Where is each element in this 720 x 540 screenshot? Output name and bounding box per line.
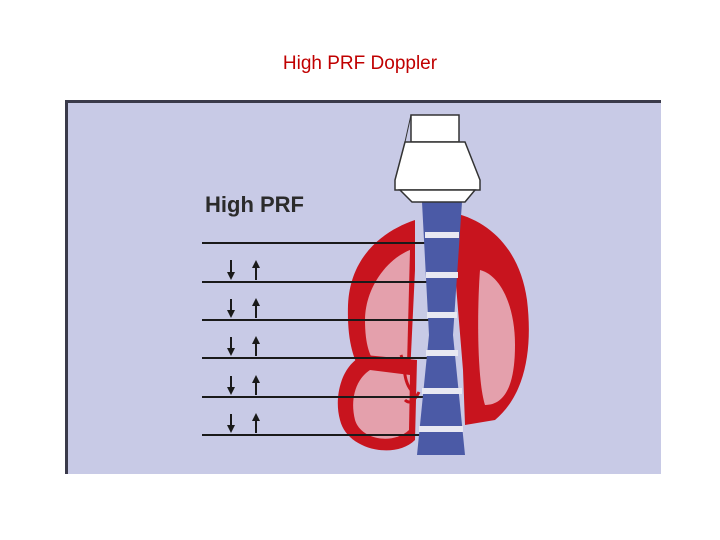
down-arrow-icon [227, 272, 235, 280]
sample-volume-4 [426, 350, 458, 356]
doppler-diagram-svg: High PRF [65, 100, 661, 474]
up-arrow-icon [252, 413, 260, 421]
up-arrow-icon [252, 260, 260, 268]
left-atrium-chamber [353, 370, 410, 439]
down-arrow-icon [227, 348, 235, 356]
transducer-icon [394, 114, 481, 203]
panel-top-edge [65, 100, 661, 103]
heart [337, 212, 529, 451]
sample-volume-1 [425, 232, 459, 238]
ultrasound-beam [417, 202, 465, 455]
up-arrow-icon [252, 375, 260, 383]
down-arrow-icon [227, 387, 235, 395]
arrow-pair-2 [227, 298, 260, 318]
sample-volume-2 [426, 272, 458, 278]
transducer-edge [404, 114, 412, 143]
slide-title: High PRF Doppler [282, 53, 438, 74]
panel-left-edge [65, 100, 68, 474]
sample-volume-3 [427, 312, 457, 318]
transducer-handle [410, 114, 460, 143]
transducer-face [398, 189, 477, 203]
up-arrow-icon [252, 336, 260, 344]
transducer-body [394, 141, 481, 191]
sample-volume-6 [419, 426, 463, 432]
arrow-pair-5 [227, 413, 260, 433]
up-arrow-icon [252, 298, 260, 306]
arrow-pair-4 [227, 375, 260, 395]
high-prf-label: High PRF [205, 192, 304, 217]
doppler-diagram: High PRF [65, 100, 661, 474]
doppler-arrows [227, 260, 260, 433]
arrow-pair-1 [227, 260, 260, 280]
depth-lines [202, 242, 445, 436]
left-ventricle-chamber [365, 250, 410, 365]
sample-volume-5 [422, 388, 462, 394]
arrow-pair-3 [227, 336, 260, 356]
down-arrow-icon [227, 310, 235, 318]
mitral-valve-leaflet [403, 391, 421, 404]
down-arrow-icon [227, 425, 235, 433]
right-ventricle-chamber [478, 270, 515, 405]
